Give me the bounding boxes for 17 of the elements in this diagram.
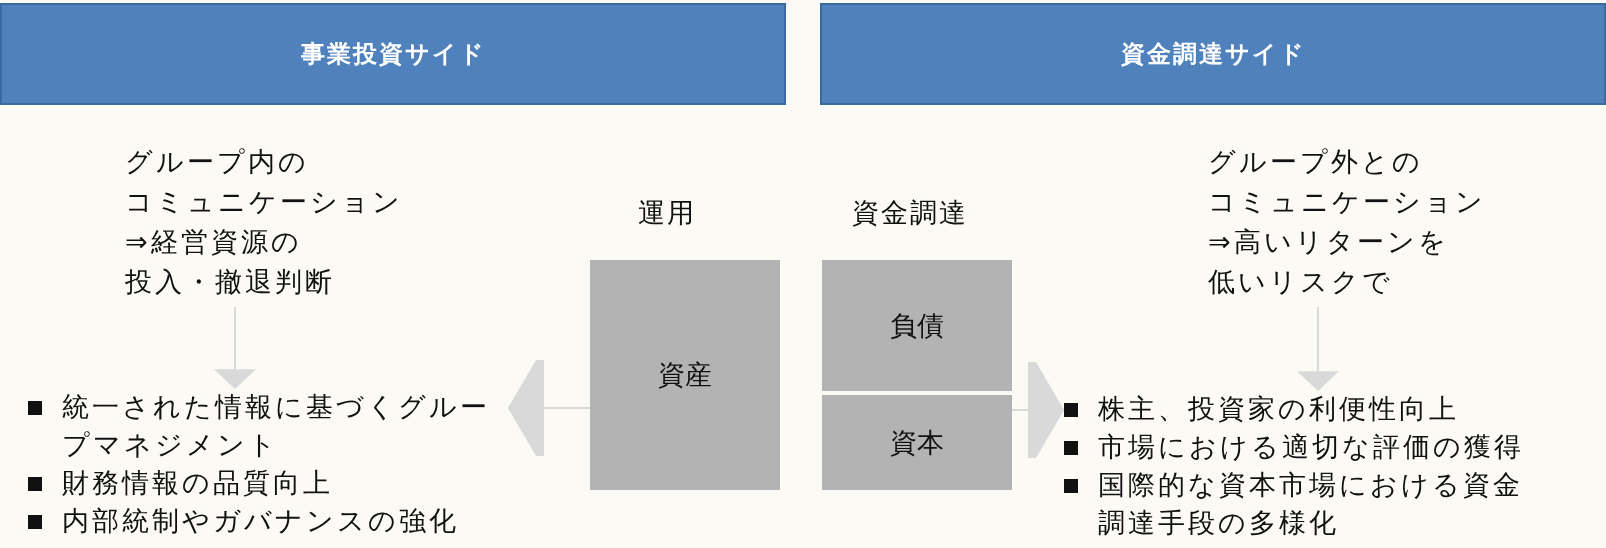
description-text: グループ外とのコミュニケーション⇒高いリターンを低いリスクで	[1208, 145, 1487, 299]
bullet-text: 統一された情報に基づくグループマネジメント	[62, 391, 490, 460]
bullet-text: 国際的な資本市場における資金調達手段の多様化	[1098, 469, 1523, 538]
section-header: 資金調達サイド	[820, 3, 1606, 105]
balance-sheet-box: 資本	[822, 395, 1012, 490]
balance-sheet-box: 負債	[822, 260, 1012, 391]
column-heading: 運用	[638, 196, 696, 230]
bullet-text: 市場における適切な評価の獲得	[1098, 431, 1524, 462]
column-heading: 資金調達	[852, 196, 968, 230]
description-text: グループ内のコミュニケーション⇒経営資源の投入・撤退判断	[125, 145, 404, 299]
down-arrow	[214, 306, 256, 389]
bullet-text: 株主、投資家の利便性向上	[1098, 393, 1459, 424]
section-header: 事業投資サイド	[0, 3, 786, 105]
balance-sheet-box: 資産	[590, 260, 780, 490]
down-arrow	[1297, 306, 1339, 391]
bullet-text: 財務情報の品質向上	[62, 467, 333, 498]
bullet-text: 内部統制やガバナンスの強化	[62, 505, 459, 536]
